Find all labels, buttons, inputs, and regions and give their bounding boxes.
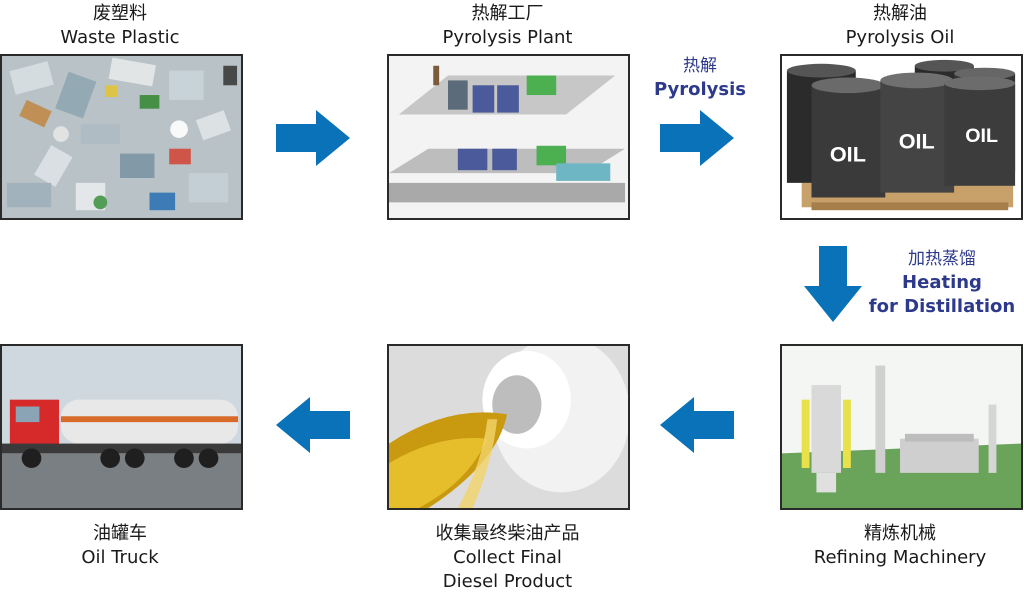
waste-plastic-image <box>0 54 243 220</box>
arrow-right-2 <box>660 110 734 166</box>
oil-truck-label: 油罐车 Oil Truck <box>20 522 220 570</box>
waste-plastic-label: 废塑料 Waste Plastic <box>20 2 220 50</box>
barrel-oil-text-3: OIL <box>965 125 998 147</box>
pyrolysis-step-zh: 热解 <box>683 56 717 76</box>
arrow-right-1 <box>276 110 350 166</box>
distillation-step-label: 加热蒸馏 Heating for Distillation <box>860 247 1024 319</box>
distillation-step-zh: 加热蒸馏 <box>908 249 976 269</box>
pyrolysis-plant-en: Pyrolysis Plant <box>442 27 573 48</box>
pyrolysis-plant-zh: 热解工厂 <box>471 3 544 24</box>
pyrolysis-oil-label: 热解油 Pyrolysis Oil <box>800 2 1000 50</box>
oil-truck-zh: 油罐车 <box>93 523 147 544</box>
final-product-image <box>387 344 630 510</box>
pyrolysis-plant-label: 热解工厂 Pyrolysis Plant <box>400 2 615 50</box>
arrow-left-2 <box>276 397 350 453</box>
arrow-left-1 <box>660 397 734 453</box>
refining-machinery-image <box>780 344 1023 510</box>
pyrolysis-step-en: Pyrolysis <box>653 79 746 100</box>
pyrolysis-plant-image <box>387 54 630 220</box>
pyrolysis-oil-en: Pyrolysis Oil <box>845 27 955 48</box>
refining-machinery-zh: 精炼机械 <box>864 523 936 544</box>
refining-machinery-label: 精炼机械 Refining Machinery <box>790 522 1010 570</box>
pyrolysis-oil-zh: 热解油 <box>873 3 927 24</box>
barrel-oil-text-2: OIL <box>899 129 935 154</box>
distillation-step-en1: Heating <box>902 272 982 293</box>
final-product-en2: Diesel Product <box>442 571 573 592</box>
waste-plastic-en: Waste Plastic <box>60 27 180 48</box>
waste-plastic-zh: 废塑料 <box>93 3 147 24</box>
oil-truck-en: Oil Truck <box>81 547 159 568</box>
final-product-zh: 收集最终柴油产品 <box>435 523 580 544</box>
final-product-label: 收集最终柴油产品 Collect Final Diesel Product <box>395 522 620 594</box>
final-product-en1: Collect Final <box>453 547 562 568</box>
refining-machinery-en: Refining Machinery <box>813 547 987 568</box>
pyrolysis-step-label: 热解 Pyrolysis <box>640 54 760 102</box>
barrel-oil-text-1: OIL <box>830 141 866 166</box>
pyrolysis-oil-image: OIL OIL OIL <box>780 54 1023 220</box>
arrow-down <box>804 246 862 322</box>
oil-truck-image <box>0 344 243 510</box>
distillation-step-en2: for Distillation <box>868 296 1016 317</box>
